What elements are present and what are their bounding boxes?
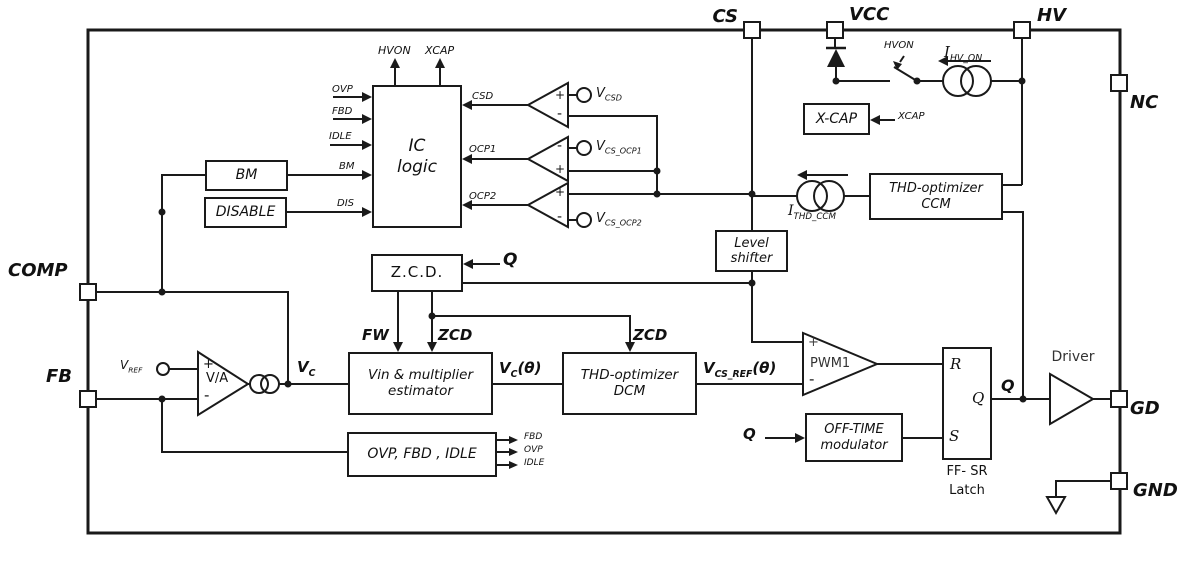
pin-vcc-label: VCC <box>849 4 890 25</box>
csd-wire-label: CSD <box>472 91 494 102</box>
driver-label: Driver <box>1051 349 1095 365</box>
diode-icon <box>827 49 845 67</box>
q-zcd-label: Q <box>503 250 518 270</box>
gm-output-icon2 <box>260 374 280 394</box>
ocp1-minus-sign: - <box>557 138 563 154</box>
thd-optimizer-dcm-block: THD-optimizer DCM <box>562 352 697 415</box>
pin-cs-label: CS <box>712 6 738 27</box>
i-hv-on-source2 <box>960 65 992 97</box>
pin-comp <box>79 283 97 301</box>
idle-in-label: IDLE <box>329 131 352 142</box>
level-shifter-block: Level shifter <box>715 230 788 272</box>
v-cs-ocp2-terminal <box>576 212 592 228</box>
bm-wire-label: BM <box>339 161 355 172</box>
ic-logic-block: IC logic <box>372 85 462 228</box>
va-plus-sign: + <box>203 357 214 372</box>
disable-block: DISABLE <box>204 197 287 228</box>
va-label: V/A <box>206 371 229 386</box>
fw-label: FW <box>362 326 389 344</box>
ocp2-comparator-triangle <box>525 181 569 229</box>
v-c-theta-label: VC(θ) <box>499 359 542 380</box>
ground-icon <box>1045 496 1067 516</box>
fbd-out-label: FBD <box>524 432 543 442</box>
v-ref-terminal <box>156 362 170 376</box>
pin-vcc <box>826 21 844 39</box>
error-amp-triangle <box>197 350 250 417</box>
pin-nc <box>1110 74 1128 92</box>
v-ref-label: VREF <box>120 358 143 375</box>
v-cs-ocp1-terminal <box>576 140 592 156</box>
xcap-wire-label: XCAP <box>898 111 925 122</box>
i-hv-on-label: IHV_ON <box>944 43 983 64</box>
latch-caption-2: Latch <box>949 483 985 498</box>
ic-boundary <box>86 28 1122 535</box>
csd-comparator-triangle <box>525 81 569 129</box>
off-time-modulator-block: OFF-TIME modulator <box>805 413 903 462</box>
pin-gd-label: GD <box>1130 398 1160 419</box>
pwm1-plus-sign: + <box>808 335 819 350</box>
latch-caption-1: FF- SR <box>946 464 988 479</box>
ocp2-wire-label: OCP2 <box>469 191 497 202</box>
i-hv-on-source <box>942 65 974 97</box>
va-minus-sign: - <box>204 386 210 404</box>
csd-minus-sign: - <box>557 106 563 122</box>
pin-nc-label: NC <box>1130 92 1159 113</box>
zcd-block: Z.C.D. <box>371 254 463 292</box>
v-cs-ref-theta-label: VCS_REF(θ) <box>703 359 777 380</box>
arrowheads <box>362 56 948 469</box>
vin-multiplier-block: Vin & multiplier estimator <box>348 352 493 415</box>
q-out-label: Q <box>1001 376 1015 395</box>
latch-q-label: Q <box>972 389 985 407</box>
v-csd-label: VCSD <box>596 86 622 103</box>
pin-comp-label: COMP <box>8 260 68 281</box>
bm-block: BM <box>205 160 288 191</box>
ff-sr-latch-block <box>942 347 992 460</box>
hvon-switch-label: HVON <box>884 40 914 51</box>
ocp1-comparator-triangle <box>525 135 569 183</box>
pwm1-minus-sign: - <box>809 370 815 388</box>
thd-optimizer-ccm-block: THD-optimizer CCM <box>869 173 1003 220</box>
gm-output-icon <box>249 374 269 394</box>
hvon-top-label: HVON <box>378 44 411 57</box>
ocp1-plus-sign: + <box>555 162 566 176</box>
idle-out-label: IDLE <box>524 458 545 468</box>
csd-plus-sign: + <box>555 88 566 102</box>
pwm1-triangle <box>802 331 880 397</box>
i-thd-ccm-source <box>796 180 828 212</box>
driver-triangle <box>1049 372 1095 426</box>
q-offtime-label: Q <box>743 425 756 443</box>
i-thd-ccm-source2 <box>813 180 845 212</box>
junction-dots <box>158 77 1027 403</box>
v-cs-ocp1-label: VCS_OCP1 <box>596 139 642 156</box>
pin-fb <box>79 390 97 408</box>
v-csd-terminal <box>576 87 592 103</box>
dis-wire-label: DIS <box>337 198 354 209</box>
ovp-out-label: OVP <box>524 445 543 455</box>
ovp-fbd-idle-block: OVP, FBD , IDLE <box>347 432 497 477</box>
pin-hv-label: HV <box>1037 5 1066 26</box>
pwm1-label: PWM1 <box>810 356 851 371</box>
latch-r-label: R <box>950 355 962 373</box>
v-c-label: VC <box>297 358 316 379</box>
ocp1-wire-label: OCP1 <box>469 144 497 155</box>
fbd-in-label: FBD <box>332 106 353 117</box>
circuit-wires <box>97 39 1110 497</box>
i-thd-ccm-label: ITHD_CCM <box>788 203 836 222</box>
v-cs-ocp2-label: VCS_OCP2 <box>596 211 642 228</box>
zcd-left-label: ZCD <box>438 326 473 344</box>
pin-hv <box>1013 21 1031 39</box>
pin-gd <box>1110 390 1128 408</box>
ovp-in-label: OVP <box>332 84 353 95</box>
pin-fb-label: FB <box>46 366 73 387</box>
ocp2-minus-sign: - <box>557 209 563 225</box>
ocp2-plus-sign: + <box>555 185 566 199</box>
latch-s-label: S <box>949 427 960 445</box>
x-cap-block: X-CAP <box>803 103 870 135</box>
pin-gnd <box>1110 472 1128 490</box>
zcd-right-label: ZCD <box>633 326 668 344</box>
pin-cs <box>743 21 761 39</box>
pin-gnd-label: GND <box>1133 480 1178 501</box>
xcap-top-label: XCAP <box>425 44 455 57</box>
